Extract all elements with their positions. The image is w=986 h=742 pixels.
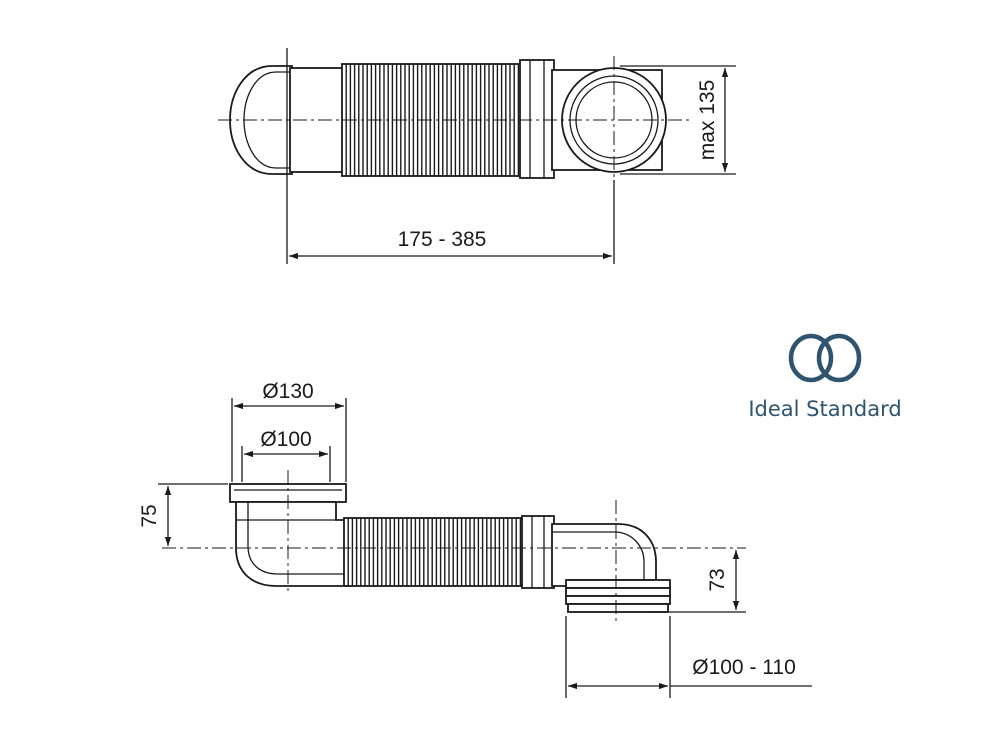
side-outlet-elbow [551, 523, 657, 587]
dim-inlet-height: 75 [138, 504, 161, 527]
top-collar [519, 59, 555, 179]
dim-outlet-diameter: Ø100 - 110 [692, 656, 796, 679]
interlocking-rings-icon [788, 333, 862, 383]
dim-outlet-offset: 73 [706, 568, 729, 591]
side-view: Ø130 Ø100 75 73 Ø100 - 110 [138, 380, 812, 698]
side-corrugation-lines [347, 518, 522, 586]
dim-inlet-inner-diameter: Ø100 [260, 428, 311, 451]
dim-top-length: 175 - 385 [398, 228, 487, 251]
side-outlet-ribs [565, 579, 671, 613]
top-view: 175 - 385 max 135 [218, 48, 736, 264]
dim-inlet-outer-diameter: Ø130 [262, 380, 313, 403]
side-collar [521, 515, 555, 589]
brand-logo: Ideal Standard [748, 333, 902, 421]
brand-name: Ideal Standard [748, 397, 901, 421]
side-corrugated-hose [343, 517, 525, 587]
dim-top-height: max 135 [696, 80, 719, 161]
